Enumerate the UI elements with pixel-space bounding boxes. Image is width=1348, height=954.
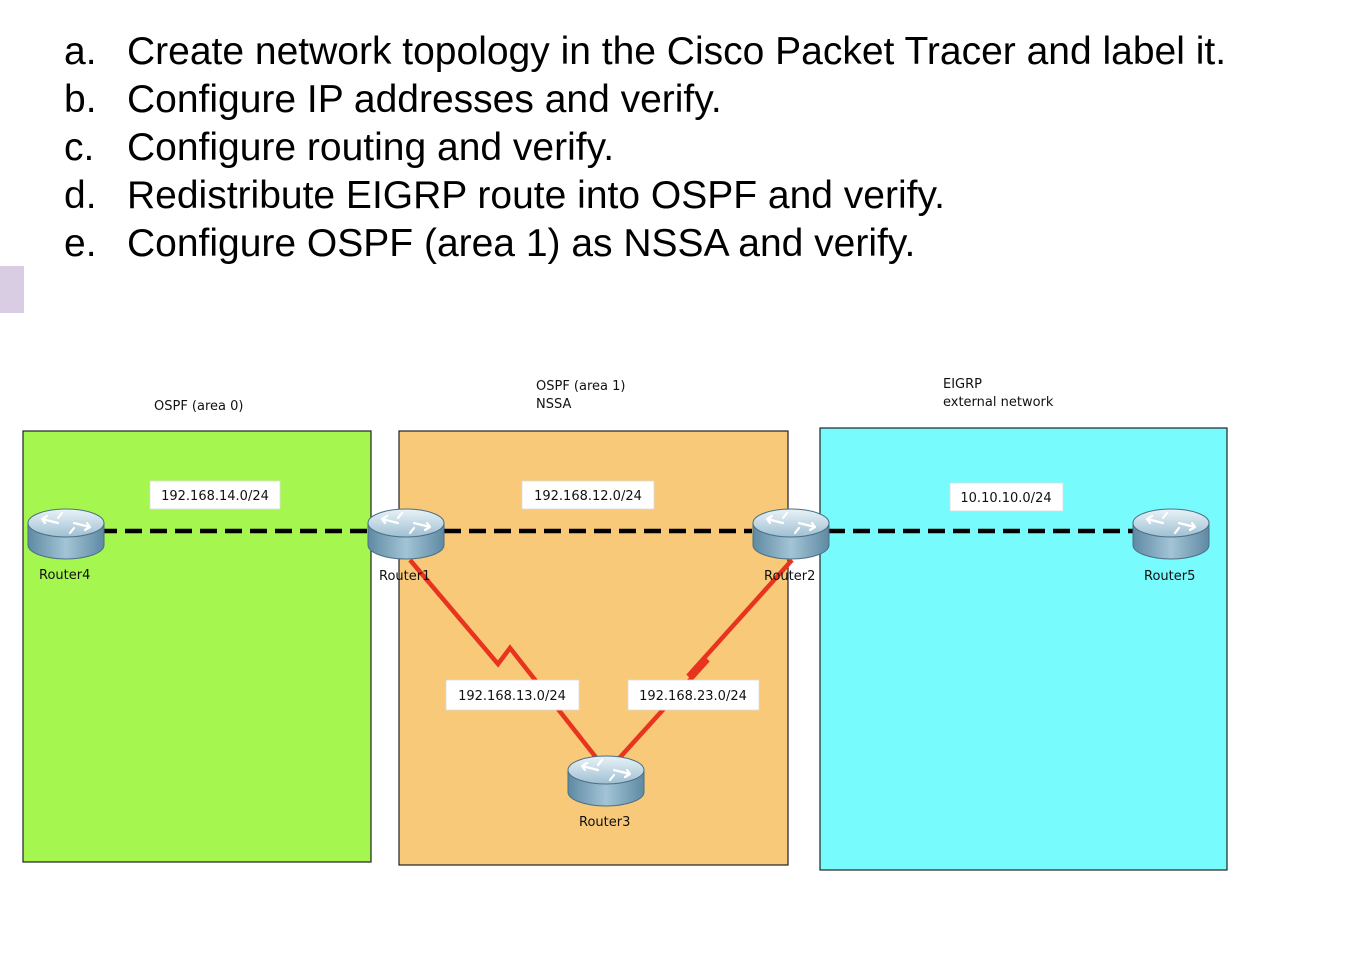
task-text: Create network topology in the Cisco Pac…	[127, 30, 1227, 73]
link-router2-router3-serial	[612, 558, 794, 766]
zone-label-line: OSPF (area 1)	[536, 379, 625, 394]
task-list: a. Create network topology in the Cisco P…	[64, 28, 1226, 268]
task-item: b. Configure IP addresses and verify.	[64, 76, 1226, 124]
task-letter: a.	[64, 30, 97, 73]
network-address: 192.168.12.0/24	[534, 489, 642, 504]
router-router3[interactable]: Router3	[566, 754, 646, 830]
router-icon	[26, 507, 106, 561]
task-item: c. Configure routing and verify.	[64, 124, 1226, 172]
network-label-12: 192.168.12.0/24	[521, 480, 655, 510]
zone-label-line: NSSA	[536, 397, 571, 412]
router-label: Router5	[1144, 569, 1195, 584]
zone-label-line: OSPF (area 0)	[154, 399, 243, 414]
router-label: Router4	[39, 568, 90, 583]
slide-edge-marker	[0, 266, 24, 313]
task-text: Configure routing and verify.	[127, 126, 615, 169]
router-icon	[566, 754, 646, 808]
network-address: 10.10.10.0/24	[960, 491, 1051, 506]
task-letter: c.	[64, 126, 95, 169]
zone-label-eigrp: EIGRP external network	[935, 369, 1064, 418]
network-label-14: 192.168.14.0/24	[149, 480, 281, 510]
zone-label-area1: OSPF (area 1) NSSA	[528, 370, 631, 419]
task-text: Configure OSPF (area 1) as NSSA and veri…	[127, 222, 916, 265]
network-address: 192.168.14.0/24	[161, 489, 269, 504]
network-label-23: 192.168.23.0/24	[627, 679, 760, 711]
task-item: e. Configure OSPF (area 1) as NSSA and ve…	[64, 220, 1226, 268]
network-label-13: 192.168.13.0/24	[445, 679, 580, 711]
task-item: d. Redistribute EIGRP route into OSPF and…	[64, 172, 1226, 220]
task-text: Redistribute EIGRP route into OSPF and v…	[127, 174, 945, 217]
task-text: Configure IP addresses and verify.	[127, 78, 722, 121]
zone-label-line: external network	[943, 395, 1054, 410]
router-router4[interactable]: Router4	[26, 507, 106, 583]
zone-label-area0: OSPF (area 0)	[146, 390, 252, 421]
router-router5[interactable]: Router5	[1131, 507, 1211, 584]
network-address: 192.168.23.0/24	[639, 689, 747, 704]
router-label: Router3	[579, 815, 630, 830]
router-router1[interactable]: Router1	[366, 507, 446, 584]
task-letter: d.	[64, 174, 97, 217]
task-letter: b.	[64, 78, 97, 121]
router-icon	[751, 507, 831, 561]
network-address: 192.168.13.0/24	[458, 689, 566, 704]
network-label-10: 10.10.10.0/24	[949, 482, 1064, 512]
zone-label-line: EIGRP	[943, 377, 982, 392]
router-router2[interactable]: Router2	[751, 507, 831, 584]
router-label: Router1	[379, 569, 430, 584]
router-icon	[1131, 507, 1211, 561]
task-item: a. Create network topology in the Cisco P…	[64, 28, 1226, 76]
router-label: Router2	[764, 569, 815, 584]
router-icon	[366, 507, 446, 561]
task-letter: e.	[64, 222, 97, 265]
